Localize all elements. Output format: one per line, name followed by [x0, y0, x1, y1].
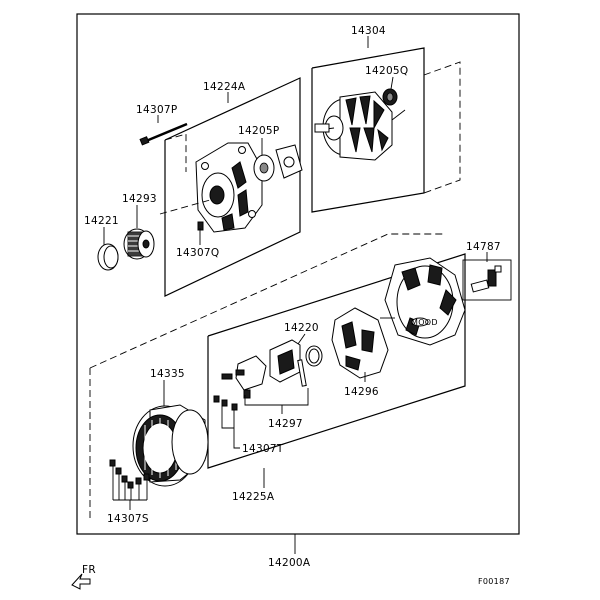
- label-14205P: 14205P: [238, 125, 280, 137]
- label-14787: 14787: [466, 241, 501, 253]
- label-14293: 14293: [122, 193, 157, 205]
- label-14221: 14221: [84, 215, 119, 227]
- label-14307P: 14307P: [136, 104, 178, 116]
- label-fr: FR: [82, 564, 96, 576]
- label-14225A: 14225A: [232, 491, 275, 503]
- brush-holder-14297: [221, 355, 309, 414]
- label-14335: 14335: [150, 368, 185, 380]
- screw-14307Q: [197, 221, 204, 245]
- front-housing-part: [159, 142, 263, 233]
- svg-text:MOOD: MOOD: [411, 318, 438, 327]
- label-14304: 14304: [351, 25, 386, 37]
- group-14224A: [159, 77, 303, 297]
- label-figure-code: F00187: [478, 577, 510, 586]
- group-14304: [311, 36, 461, 213]
- screws-14307T: [213, 395, 240, 449]
- outer-frame: [76, 13, 520, 535]
- bolt-14307P: [139, 115, 188, 146]
- label-14307Q: 14307Q: [176, 247, 219, 259]
- pulley-14293: [123, 205, 155, 260]
- label-14307T: 14307T: [242, 443, 284, 455]
- label-14296: 14296: [344, 386, 379, 398]
- label-14200A: 14200A: [268, 557, 311, 569]
- screws-14307S: [109, 459, 150, 510]
- stator-14335: [132, 380, 209, 487]
- label-14220: 14220: [284, 322, 319, 334]
- cap-14221: [97, 227, 119, 271]
- regulator-14220: [269, 333, 323, 387]
- label-14224A: 14224A: [203, 81, 246, 93]
- label-14297: 14297: [268, 418, 303, 430]
- terminal-14787: [462, 252, 512, 301]
- group-14225A: MOOD: [89, 233, 512, 521]
- label-14307S: 14307S: [107, 513, 149, 525]
- bearing-14205Q: [382, 76, 398, 106]
- rectifier-14296: [331, 307, 389, 382]
- front-direction-arrow: [71, 573, 91, 590]
- bearing-14205P: [253, 138, 303, 182]
- rotor-part: [314, 91, 406, 161]
- rear-housing-part: MOOD: [380, 257, 466, 346]
- label-14205Q: 14205Q: [365, 65, 408, 77]
